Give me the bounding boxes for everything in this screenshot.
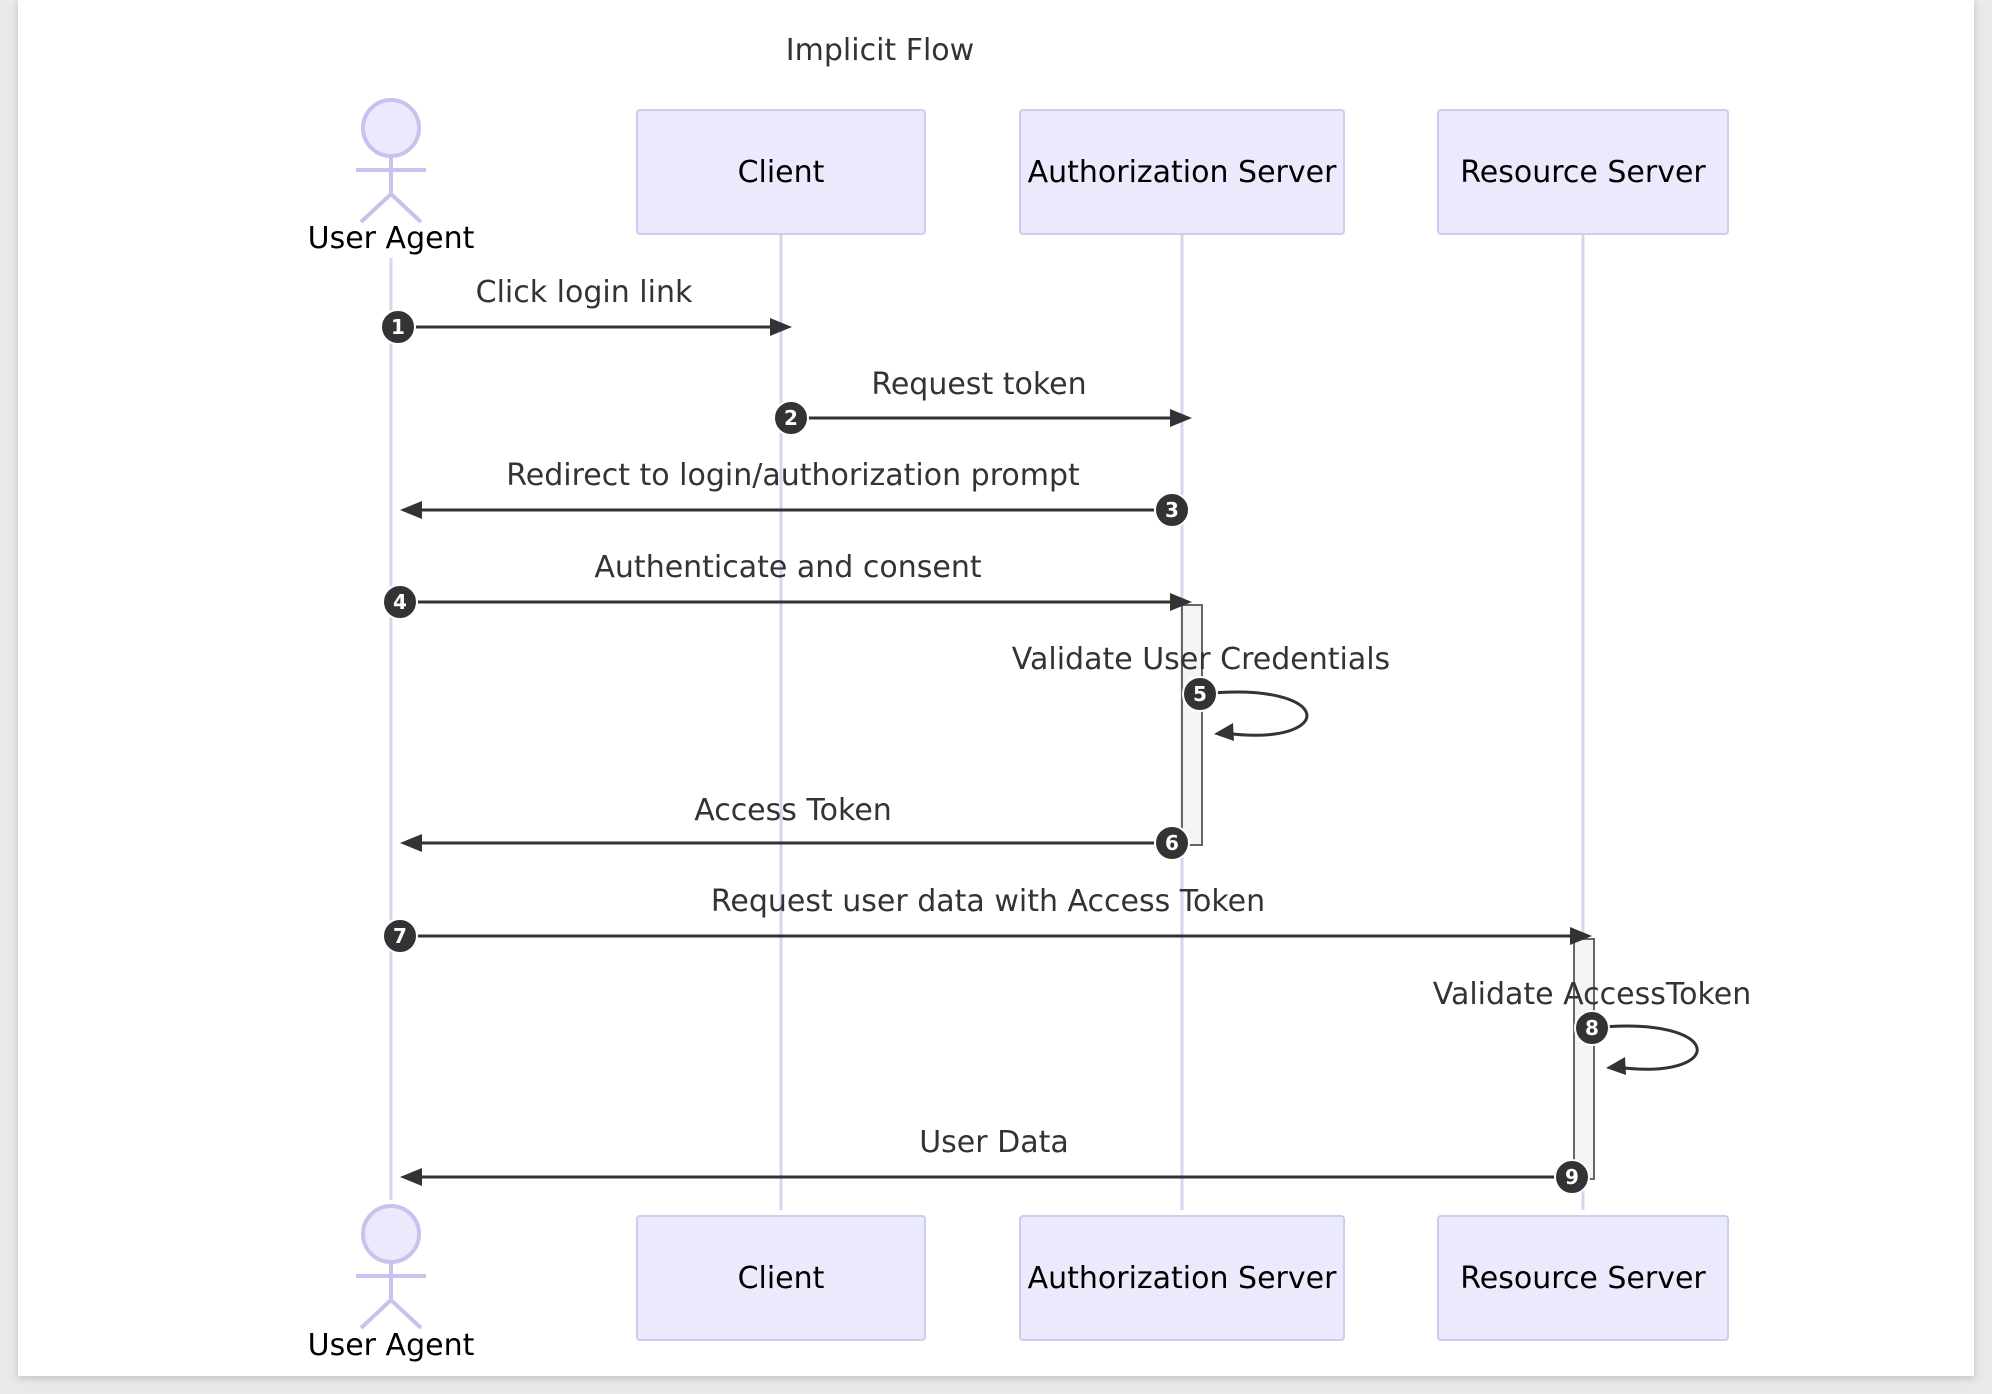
actor-head-icon	[361, 1204, 421, 1264]
self-loop-arrow-line	[1201, 690, 1309, 737]
participant-resource-server-bottom: Resource Server	[1437, 1215, 1729, 1341]
participant-client-top: Client	[636, 109, 926, 235]
step-number: 5	[1193, 682, 1207, 706]
step-badge	[773, 400, 809, 436]
activation-authorization-server	[1181, 604, 1203, 846]
participant-box	[636, 109, 926, 235]
step-badge	[1574, 1010, 1610, 1046]
arrowhead-left-icon	[400, 501, 422, 519]
arrowhead-left-icon	[400, 834, 422, 852]
step-number: 1	[391, 315, 405, 339]
arrowhead-right-icon	[1170, 409, 1192, 427]
arrowhead-right-icon	[1570, 927, 1592, 945]
step-number: 9	[1565, 1165, 1579, 1189]
actor-user-agent-bottom: User Agent	[308, 1204, 475, 1363]
sequence-diagram: Implicit Flow User Agent Client Authoriz…	[308, 33, 1752, 1363]
step-badge	[380, 309, 416, 345]
step-badge	[1154, 492, 1190, 528]
message-3: Redirect to login/authorization prompt 3	[400, 458, 1190, 528]
participant-authorization-server-top: Authorization Server	[1019, 109, 1345, 235]
participant-box	[1437, 1215, 1729, 1341]
participant-box	[1019, 109, 1345, 235]
message-label: Request token	[871, 367, 1086, 402]
step-number: 7	[393, 924, 407, 948]
participant-label-user-agent: User Agent	[308, 221, 475, 256]
arrowhead-right-icon	[1170, 593, 1192, 611]
participant-label-resource-server: Resource Server	[1460, 1261, 1706, 1296]
message-label: Request user data with Access Token	[711, 884, 1265, 919]
message-4: Authenticate and consent 4	[382, 550, 1192, 620]
step-number: 2	[784, 406, 798, 430]
diagram-title: Implicit Flow	[786, 33, 974, 68]
participant-authorization-server-bottom: Authorization Server	[1019, 1215, 1345, 1341]
participant-box	[1437, 109, 1729, 235]
step-badge	[1554, 1159, 1590, 1195]
step-number: 3	[1165, 498, 1179, 522]
message-label: User Data	[919, 1125, 1069, 1160]
message-6: Access Token 6	[400, 793, 1190, 861]
step-badge	[1182, 676, 1218, 712]
self-loop-arrow-line	[1591, 1024, 1699, 1071]
participant-label-resource-server: Resource Server	[1460, 155, 1706, 190]
actor-legs-icon	[359, 191, 423, 224]
message-5: Validate User Credentials 5	[1012, 642, 1390, 741]
message-label: Redirect to login/authorization prompt	[506, 458, 1080, 493]
actor-head-icon	[361, 98, 421, 158]
message-9: User Data 9	[400, 1125, 1590, 1195]
actor-legs-icon	[359, 1297, 423, 1330]
arrowhead-right-icon	[770, 318, 792, 336]
participant-label-authorization-server: Authorization Server	[1028, 155, 1338, 190]
diagram-canvas: Implicit Flow User Agent Client Authoriz…	[18, 0, 1974, 1376]
arrowhead-left-icon	[1214, 723, 1234, 741]
message-label: Validate AccessToken	[1433, 977, 1752, 1012]
arrowhead-left-icon	[1606, 1057, 1626, 1075]
participant-box	[1019, 1215, 1345, 1341]
actor-user-agent-top: User Agent	[308, 98, 475, 256]
activation-resource-server	[1573, 938, 1595, 1180]
message-2: Request token 2	[773, 367, 1192, 436]
step-number: 8	[1585, 1016, 1599, 1040]
participant-label-client: Client	[738, 155, 825, 190]
participant-label-user-agent: User Agent	[308, 1328, 475, 1363]
step-number: 4	[393, 590, 407, 614]
step-badge	[382, 918, 418, 954]
message-label: Validate User Credentials	[1012, 642, 1390, 677]
participant-label-authorization-server: Authorization Server	[1028, 1261, 1338, 1296]
message-label: Click login link	[476, 275, 693, 310]
participant-box	[636, 1215, 926, 1341]
participant-label-client: Client	[738, 1261, 825, 1296]
step-number: 6	[1165, 831, 1179, 855]
message-8: Validate AccessToken 8	[1433, 977, 1752, 1075]
participant-client-bottom: Client	[636, 1215, 926, 1341]
step-badge	[382, 584, 418, 620]
arrowhead-left-icon	[400, 1168, 422, 1186]
message-1: Click login link 1	[380, 275, 792, 345]
message-label: Authenticate and consent	[594, 550, 981, 585]
step-badge	[1154, 825, 1190, 861]
message-7: Request user data with Access Token 7	[382, 884, 1592, 954]
participant-resource-server-top: Resource Server	[1437, 109, 1729, 235]
message-label: Access Token	[694, 793, 892, 828]
